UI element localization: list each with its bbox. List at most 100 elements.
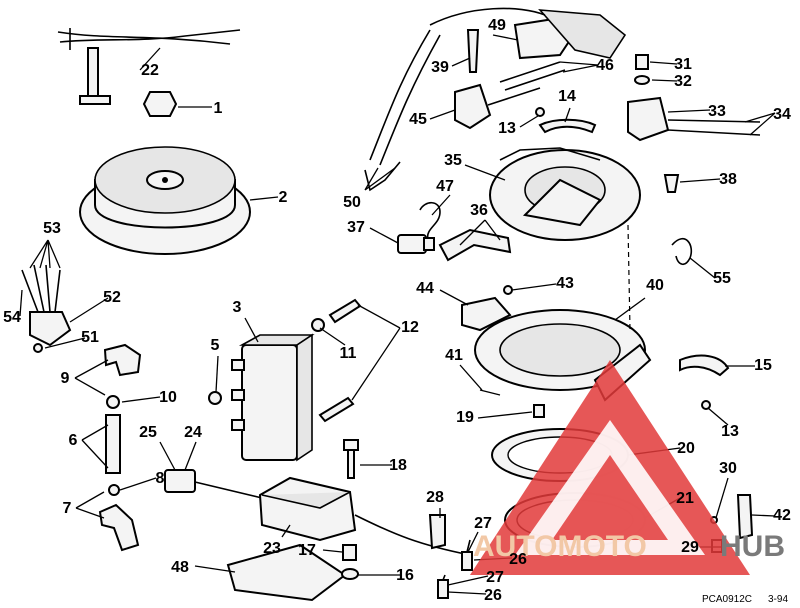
- callout-c45: 45: [409, 111, 427, 128]
- part-2-flywheel: [79, 146, 251, 255]
- part-26-terminals: [437, 539, 473, 599]
- callout-c6: 6: [69, 432, 78, 449]
- callout-c31: 31: [674, 56, 692, 73]
- part-55-clip: [671, 238, 692, 265]
- callout-c55: 55: [713, 270, 731, 287]
- callout-c24: 24: [184, 424, 202, 441]
- part-37-plug: [397, 234, 435, 254]
- part-49-bracket: [429, 7, 627, 60]
- part-13-screw: [535, 107, 545, 117]
- callout-c43: 43: [556, 275, 574, 292]
- callout-c10: 10: [159, 389, 177, 406]
- callout-c26b: 26: [484, 587, 502, 604]
- callout-c8: 8: [156, 470, 165, 487]
- callout-c2: 2: [279, 189, 288, 206]
- part-44-bracket: [461, 296, 512, 332]
- part-18-bolt: [343, 439, 359, 479]
- callout-c37: 37: [347, 219, 365, 236]
- callout-c34: 34: [773, 106, 791, 123]
- drawing-date: 3-94: [768, 594, 788, 605]
- part-3-power-pack: [231, 333, 315, 462]
- callout-c27a: 27: [474, 515, 492, 532]
- part-38-screw: [663, 174, 680, 193]
- callout-c48: 48: [171, 559, 189, 576]
- callout-c49: 49: [488, 17, 506, 34]
- callout-c54: 54: [3, 309, 21, 326]
- drawing-code: PCA0912C: [702, 594, 752, 605]
- part-36-hose: [438, 228, 512, 262]
- callout-c32: 32: [674, 73, 692, 90]
- callout-c25: 25: [139, 424, 157, 441]
- callout-c33: 33: [708, 103, 726, 120]
- callout-c17: 17: [298, 542, 316, 559]
- part-15-clip: [679, 354, 730, 377]
- callout-c41: 41: [445, 347, 463, 364]
- callout-c27b: 27: [486, 569, 504, 586]
- callout-c30: 30: [719, 460, 737, 477]
- callout-c3: 3: [233, 299, 242, 316]
- callout-c28: 28: [426, 489, 444, 506]
- part-35-stator-plate: [489, 147, 641, 241]
- callout-c21: 21: [676, 490, 694, 507]
- watermark-text-hub: HUB: [720, 530, 785, 563]
- callout-c13b: 13: [721, 423, 739, 440]
- part-50-harness: [364, 161, 401, 192]
- callout-c11: 11: [340, 345, 357, 362]
- callout-c12: 12: [401, 319, 419, 336]
- part-40-timer-base: [474, 309, 652, 402]
- callout-c44: 44: [416, 280, 434, 297]
- callout-c5: 5: [211, 337, 220, 354]
- callout-c1: 1: [214, 100, 223, 117]
- part-28-clip: [428, 514, 446, 550]
- callout-c19: 19: [456, 409, 474, 426]
- callout-c14: 14: [558, 88, 576, 105]
- part-1-nut: [142, 91, 178, 117]
- callout-c9: 9: [61, 370, 70, 387]
- part-19-screw: [533, 404, 545, 418]
- part-5-washer: [208, 391, 222, 405]
- part-47-clip: [419, 201, 441, 241]
- part-43-screw: [503, 285, 513, 295]
- callout-c38: 38: [719, 171, 737, 188]
- callout-c36: 36: [470, 202, 488, 219]
- leader-lines: [19, 34, 776, 595]
- callout-c16: 16: [396, 567, 414, 584]
- callout-c7: 7: [63, 500, 72, 517]
- callout-c46: 46: [596, 57, 614, 74]
- part-39-screw: [466, 29, 480, 73]
- callout-c50: 50: [343, 194, 361, 211]
- callout-c39: 39: [431, 59, 449, 76]
- callout-c35: 35: [444, 152, 462, 169]
- part-42-terminal: [736, 494, 754, 540]
- callout-c52: 52: [103, 289, 121, 306]
- part-22-harness: [57, 28, 241, 105]
- callout-c22: 22: [141, 62, 159, 79]
- callout-c53: 53: [43, 220, 61, 237]
- part-14-clamp: [538, 118, 597, 134]
- part-31-screw: [635, 54, 649, 70]
- part-17-sleeve: [342, 544, 357, 561]
- part-48-bracket: [226, 543, 347, 602]
- callout-c40: 40: [646, 277, 664, 294]
- callout-c13a: 13: [498, 120, 516, 137]
- part-45-coil: [369, 29, 541, 166]
- part-13b-screw: [701, 400, 711, 410]
- callout-c23: 23: [263, 540, 281, 557]
- callout-c18: 18: [389, 457, 407, 474]
- part-23-ignition-coil: [258, 476, 471, 556]
- callout-c26a: 26: [509, 551, 527, 568]
- callout-c29: 29: [681, 539, 699, 556]
- callout-c51: 51: [81, 329, 99, 346]
- part-24-connector: [164, 469, 263, 499]
- part-52-sensor: [21, 264, 72, 353]
- callout-c20: 20: [677, 440, 695, 457]
- part-46-leads: [499, 61, 566, 91]
- part-16-washer: [341, 568, 359, 580]
- part-41-screw: [479, 389, 501, 396]
- callout-c15: 15: [754, 357, 772, 374]
- callout-c47: 47: [436, 178, 454, 195]
- alignment-line: [627, 224, 631, 331]
